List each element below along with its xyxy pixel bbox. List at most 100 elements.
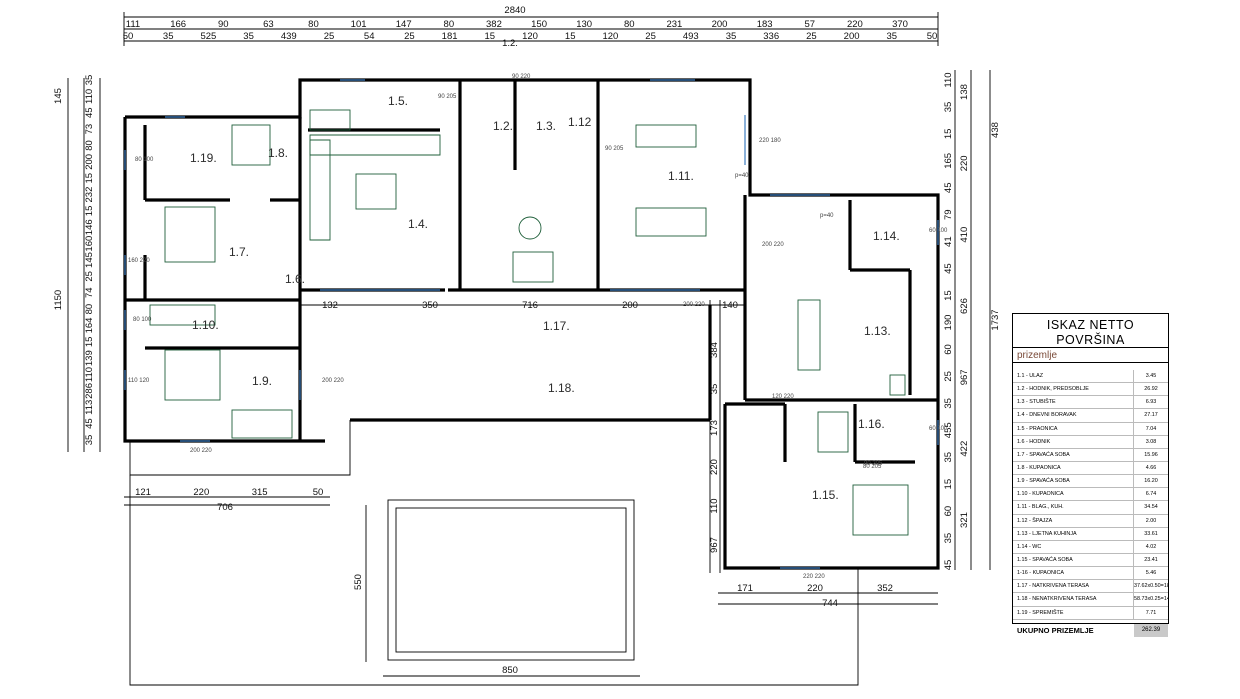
dimension-label: 130 (576, 19, 592, 30)
dimension-label: 422 (959, 441, 970, 457)
area-row-value: 26.92 (1133, 383, 1168, 396)
opening-size-label: 110 120 (128, 378, 150, 384)
dimension-label: 90 (218, 19, 229, 30)
dimension-label: 101 (351, 19, 367, 30)
dimension-label: 80 (84, 304, 95, 315)
room-label-1-3: 1.3. (536, 119, 556, 133)
area-row-name: 1.14 - WC (1017, 543, 1042, 550)
dimension-label: 60 (943, 506, 954, 517)
area-row-name: 1.5 - PRAONICA (1017, 425, 1058, 432)
area-row-name: 1.2 - HODNIK, PREDSOBLJE (1017, 386, 1089, 393)
room-label-1-17: 1.17. (543, 319, 570, 333)
area-row-value: 7.71 (1133, 606, 1168, 619)
right-outer-2: 1737 (990, 309, 1001, 330)
dimension-label: 35 (84, 435, 95, 446)
dimension-label: 166 (170, 19, 186, 30)
dimension-label: 200 (622, 300, 638, 311)
opening-size-label: 200 220 (762, 242, 784, 248)
area-row-name: 1.12 - ŠPAJZA (1017, 517, 1053, 524)
area-row-name: 1.4 - DNEVNI BORAVAK (1017, 412, 1077, 419)
area-table-row: 1.18 - NENATKRIVENA TERASA58.73x0.25=14.… (1013, 593, 1168, 607)
dimension-label: 54 (364, 31, 375, 42)
area-row-value: 3.45 (1133, 370, 1168, 383)
dimension-label: 382 (486, 19, 502, 30)
dimension-label: 74 (84, 287, 95, 298)
dimension-label: 113 (84, 400, 95, 415)
dimension-label: 63 (263, 19, 274, 30)
dimension-label: 132 (322, 300, 338, 311)
room-label-1-19: 1.19. (190, 151, 217, 165)
dimension-label: 200 (844, 31, 860, 42)
dimension-lines (67, 12, 991, 677)
area-row-value: 6.93 (1133, 396, 1168, 409)
area-row-value: 3.08 (1133, 435, 1168, 448)
opening-size-label: 220 180 (759, 138, 781, 144)
dimension-label: 439 (281, 31, 297, 42)
area-table-row: 1.11 - BLAG., KUH.34.54 (1013, 501, 1168, 515)
pool (387, 499, 635, 661)
area-row-value: 4.02 (1133, 540, 1168, 553)
area-row-name: 1.9 - SPAVAĆA SOBA (1017, 478, 1070, 485)
dimension-label: 35 (726, 31, 737, 42)
dimension-label: 35 (709, 384, 720, 395)
area-table-subtitle: prizemlje (1013, 348, 1168, 363)
dimension-label: 220 (959, 155, 970, 171)
dimension-label: 164 (84, 318, 95, 334)
dimension-label: 25 (324, 31, 335, 42)
room-label-1-15: 1.15. (812, 488, 839, 502)
opening-size-label: 80 100 (135, 157, 154, 163)
opening-size-label: 90 205 (438, 94, 457, 100)
area-row-value: 4.66 (1133, 461, 1168, 475)
room-label-1-11: 1.11. (668, 169, 694, 183)
room-label-1-4: 1.4. (408, 217, 428, 231)
dimension-label: 45 (84, 107, 95, 118)
area-table-title: ISKAZ NETTO POVRŠINA (1013, 314, 1168, 348)
opening-size-label: 90 205 (605, 146, 624, 152)
dimension-label: 146 (84, 219, 95, 235)
total-value: 262.39 (1134, 623, 1168, 637)
area-row-name: 1.13 - LJETNA KUHINJA (1017, 530, 1077, 537)
dimension-label: 25 (84, 271, 95, 282)
room-label-1-8: 1.8. (268, 146, 288, 160)
area-row-value: 16.20 (1133, 475, 1168, 488)
opening-size-label: 90 205 (864, 461, 883, 467)
dimension-label: 41 (943, 236, 954, 247)
dimension-label: 140 (722, 300, 738, 311)
dimension-label: 220 (709, 459, 720, 475)
dimension-label: 384 (709, 342, 720, 358)
dimension-label: 232 (84, 187, 95, 203)
opening-size-label: 90 220 (512, 74, 531, 80)
overall-height-label: 1150 (53, 290, 64, 310)
area-row-value: 6.74 (1133, 488, 1168, 501)
dimension-label: 15 (84, 206, 95, 217)
dimension-label: 147 (396, 19, 412, 30)
dimension-label: 35 (943, 452, 954, 463)
room-label-1-2: 1.2. (493, 119, 513, 133)
dimension-label: 410 (959, 227, 970, 243)
dimension-label: 200 (712, 19, 728, 30)
area-row-name: 1.6 - HODNIK (1017, 438, 1051, 445)
dimension-label: 35 (243, 31, 254, 42)
opening-size-label: p=40 (820, 213, 834, 219)
dimension-label: 35 (943, 398, 954, 409)
dimension-label: 150 (531, 19, 547, 30)
room-labels: 1.2. 1.3. 1.4. 1.5. 1.6. 1.7. 1.8. 1.9. … (190, 94, 900, 502)
opening-size-label: 220 220 (803, 574, 825, 580)
room-label-1-14: 1.14. (873, 229, 900, 243)
area-table-total: UKUPNO PRIZEMLJE 262.39 (1013, 622, 1168, 637)
dimension-label: 967 (709, 537, 720, 553)
lower-left-total: 706 (217, 502, 233, 513)
dimension-label: 120 (602, 31, 618, 42)
dimension-label: 110 (84, 89, 95, 104)
opening-size-label: 200 220 (322, 378, 344, 384)
furniture (149, 109, 909, 536)
dimension-label: 45 (943, 182, 954, 193)
